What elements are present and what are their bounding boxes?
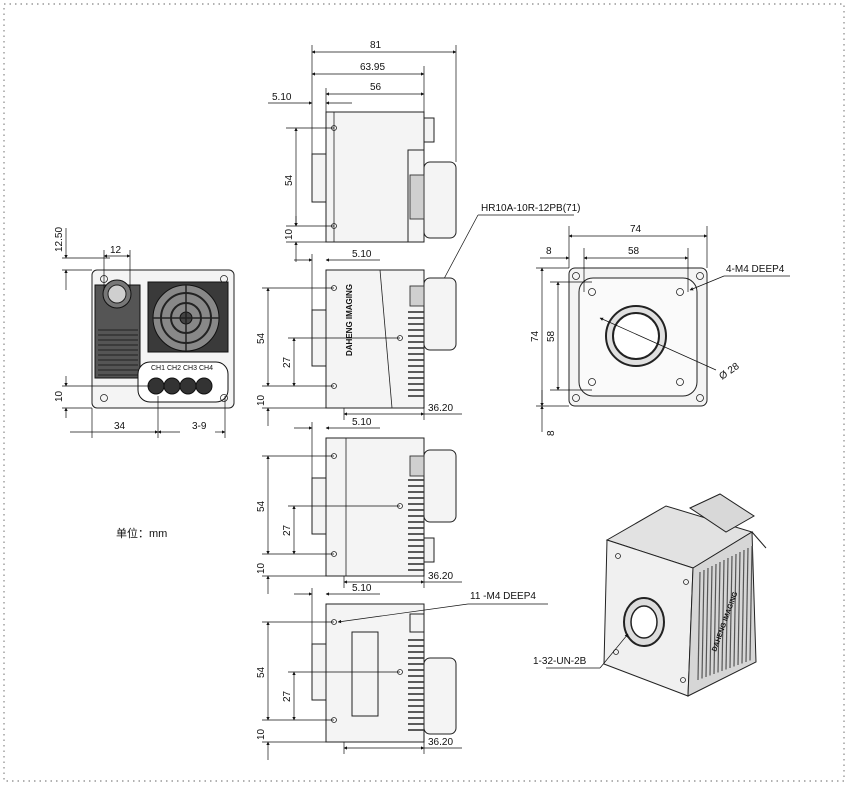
side-view-1: DAHENG IMAGING xyxy=(311,269,457,409)
side-dim-flange: 5.10 xyxy=(352,583,372,594)
iso-fin-line xyxy=(733,553,737,667)
connector-label: HR10A-10R-12PB(71) xyxy=(481,203,581,214)
io-label-ch2: CH2 xyxy=(167,365,181,372)
iso-fin-line xyxy=(713,563,717,675)
side-dim-height: 54 xyxy=(256,666,267,678)
dim-top-inner: 56 xyxy=(370,82,382,93)
dim-front-width-outer: 74 xyxy=(630,224,642,235)
side-view-2-fins xyxy=(408,479,424,571)
side-dim-flange: 5.10 xyxy=(352,417,372,428)
io-label-ch1: CH1 xyxy=(151,365,165,372)
iso-side-face xyxy=(687,531,757,697)
dim-lens-diameter: Ø 28 xyxy=(717,361,741,383)
side-dim-flange: 5.10 xyxy=(352,249,372,260)
side-dim-mid: 27 xyxy=(282,524,293,536)
side-dim-bottom: 10 xyxy=(256,394,267,406)
side-dim-depth: 36.20 xyxy=(428,737,453,748)
iso-fin-line xyxy=(725,557,729,670)
dim-top-total: 81 xyxy=(370,40,382,51)
iso-fin-line xyxy=(721,559,725,672)
dim-front-offset-bottom: 8 xyxy=(546,430,557,436)
thread-label: 1-32-UN-2B xyxy=(533,656,587,667)
iso-fin-line xyxy=(729,555,733,669)
dim-top-height: 54 xyxy=(284,174,295,186)
side-view-1-brand: DAHENG IMAGING xyxy=(345,284,354,356)
top-connector xyxy=(423,161,457,239)
dim-top-mid: 63.95 xyxy=(360,62,385,73)
dim-front-height-inner: 58 xyxy=(546,330,557,342)
side-dim-mid: 27 xyxy=(282,356,293,368)
side-dim-depth: 36.20 xyxy=(428,571,453,582)
side-view-1-housing xyxy=(325,269,425,409)
io-label-ch3: CH3 xyxy=(183,365,197,372)
dim-top-flange: 5.10 xyxy=(272,92,292,103)
io-port-3-icon xyxy=(179,377,197,395)
side-view-2-housing xyxy=(325,437,425,577)
iso-view: DAHENG IMAGING 1-32-UN-2B xyxy=(533,493,767,697)
side-dim-depth: 36.20 xyxy=(428,403,453,414)
side-dim-bottom: 10 xyxy=(256,562,267,574)
dim-back-left: 34 xyxy=(114,421,126,432)
side-dim-mid: 27 xyxy=(282,690,293,702)
dim-back-connector: 12 xyxy=(110,245,122,256)
side-view-3 xyxy=(311,603,457,743)
io-port-1-icon xyxy=(147,377,165,395)
io-port-2-icon xyxy=(163,377,181,395)
io-port-4-icon xyxy=(195,377,213,395)
dim-front-height-outer: 74 xyxy=(530,330,541,342)
iso-fins xyxy=(697,545,753,681)
iso-fin-line xyxy=(737,551,741,666)
iso-fin-line xyxy=(701,569,705,679)
side-view-2 xyxy=(311,437,457,577)
side-dim-bottom: 10 xyxy=(256,728,267,740)
units-label: 单位：mm xyxy=(116,526,167,540)
side-view-1-fins xyxy=(408,311,424,397)
iso-fin-line xyxy=(741,549,745,664)
dim-top-bottom: 10 xyxy=(284,228,295,240)
side-view-dimensions: 54 27 10 5.10 36.20 54 27 10 5.10 36.20 54 27 10 5.10… xyxy=(256,249,462,760)
dim-back-bottom: 10 xyxy=(54,390,65,402)
iso-fin-line xyxy=(717,561,721,673)
mount-hole-label: 4-M4 DEEP4 xyxy=(726,264,785,275)
back-view: CH1 CH2 CH3 CH4 12.50 12 10 34 3-9 xyxy=(54,227,235,438)
top-lens-boss xyxy=(311,153,327,203)
iso-fin-line xyxy=(745,547,749,663)
cooling-fins-left xyxy=(98,329,138,376)
iso-fin-line xyxy=(709,565,713,676)
side-view-3-fins xyxy=(408,639,424,731)
dim-front-offset-top: 8 xyxy=(546,246,552,257)
lens-mount-icon xyxy=(612,312,660,360)
top-view: 81 63.95 56 5.10 54 10 xyxy=(268,40,457,262)
io-label-ch4: CH4 xyxy=(199,365,213,372)
iso-fin-line xyxy=(697,571,701,681)
dim-back-top: 12.50 xyxy=(54,227,65,252)
side-dim-height: 54 xyxy=(256,500,267,512)
iso-fin-line xyxy=(705,567,709,678)
hole-label: 11 -M4 DEEP4 xyxy=(470,591,536,602)
front-view: 74 58 8 74 58 8 Ø 28 4-M4 DEEP4 xyxy=(530,224,790,436)
dim-front-width-inner: 58 xyxy=(628,246,640,257)
side-dim-height: 54 xyxy=(256,332,267,344)
dim-back-right: 3-9 xyxy=(192,421,207,432)
iso-fin-line xyxy=(749,545,753,661)
